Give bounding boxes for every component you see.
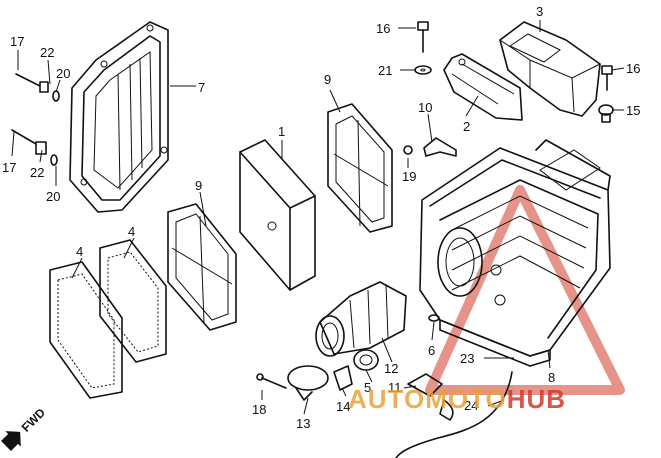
clamp-11: [407, 373, 443, 397]
callout-16a: 16: [376, 21, 390, 36]
callout-21: 21: [378, 63, 392, 78]
callout-15: 15: [626, 103, 640, 118]
callout-3: 3: [536, 4, 543, 19]
clip-10: [423, 137, 457, 157]
screw-upper-left: [15, 73, 60, 102]
watermark-text-accent: HUB: [507, 384, 566, 414]
callout-19: 19: [402, 169, 416, 184]
screw-lower-left: [11, 129, 58, 166]
callout-5: 5: [364, 380, 371, 395]
element-holder-upper: [327, 103, 393, 233]
air-cleaner-cover: [69, 21, 169, 213]
watermark: AUTOMOTOHUB: [348, 384, 566, 414]
intake-boot: [315, 281, 407, 357]
callout-22b: 22: [30, 165, 44, 180]
callout-9a: 9: [324, 72, 331, 87]
screw-6: [428, 314, 440, 322]
grommet-15: [598, 104, 614, 123]
svg-text:AUTOMOTOHUB: AUTOMOTOHUB: [348, 384, 566, 414]
callout-14: 14: [336, 399, 350, 414]
callout-22a: 22: [40, 45, 54, 60]
callout-9b: 9: [195, 178, 202, 193]
callout-20a: 20: [56, 66, 70, 81]
callout-4b: 4: [128, 224, 135, 239]
callout-10: 10: [418, 100, 432, 115]
callout-2: 2: [463, 119, 470, 134]
callouts: 1 2 3 4 4 5 6 7 8 9 9 10 11 12 13 14 15 …: [2, 4, 640, 431]
intake-snorkel: [499, 21, 601, 117]
forward-direction-marker: FWD: [1, 405, 48, 451]
callout-16b: 16: [626, 61, 640, 76]
air-cleaner-case: [419, 139, 611, 367]
screw-18: [256, 373, 287, 389]
bolt-right: [601, 65, 613, 91]
callout-17a: 17: [10, 34, 24, 49]
callout-18: 18: [252, 402, 266, 417]
screw-19: [403, 145, 413, 155]
band-13: [287, 365, 329, 401]
screen-left: [49, 261, 123, 399]
callout-7: 7: [198, 80, 205, 95]
leader-lines: [11, 20, 625, 415]
callout-12: 12: [384, 361, 398, 376]
screen-right: [99, 239, 167, 363]
callout-1: 1: [278, 124, 285, 139]
collar-5: [353, 349, 379, 371]
callout-17b: 17: [2, 160, 16, 175]
callout-4a: 4: [76, 244, 83, 259]
mounting-bracket: [443, 53, 523, 121]
air-filter-element: [239, 139, 316, 291]
fitting-14: [333, 365, 353, 391]
callout-11: 11: [388, 380, 402, 395]
watermark-triangle: [425, 185, 625, 395]
washer-21: [414, 65, 432, 75]
callout-13: 13: [296, 416, 310, 431]
callout-23: 23: [460, 351, 474, 366]
drain-hose: [395, 371, 513, 458]
bolt-upper: [417, 21, 429, 53]
callout-8: 8: [548, 370, 555, 385]
callout-20b: 20: [46, 189, 60, 204]
callout-24: 24: [464, 398, 478, 413]
callout-6: 6: [428, 343, 435, 358]
watermark-text-main: AUTOMOTO: [348, 384, 507, 414]
fwd-label: FWD: [19, 405, 48, 434]
element-holder-lower: [167, 203, 237, 331]
